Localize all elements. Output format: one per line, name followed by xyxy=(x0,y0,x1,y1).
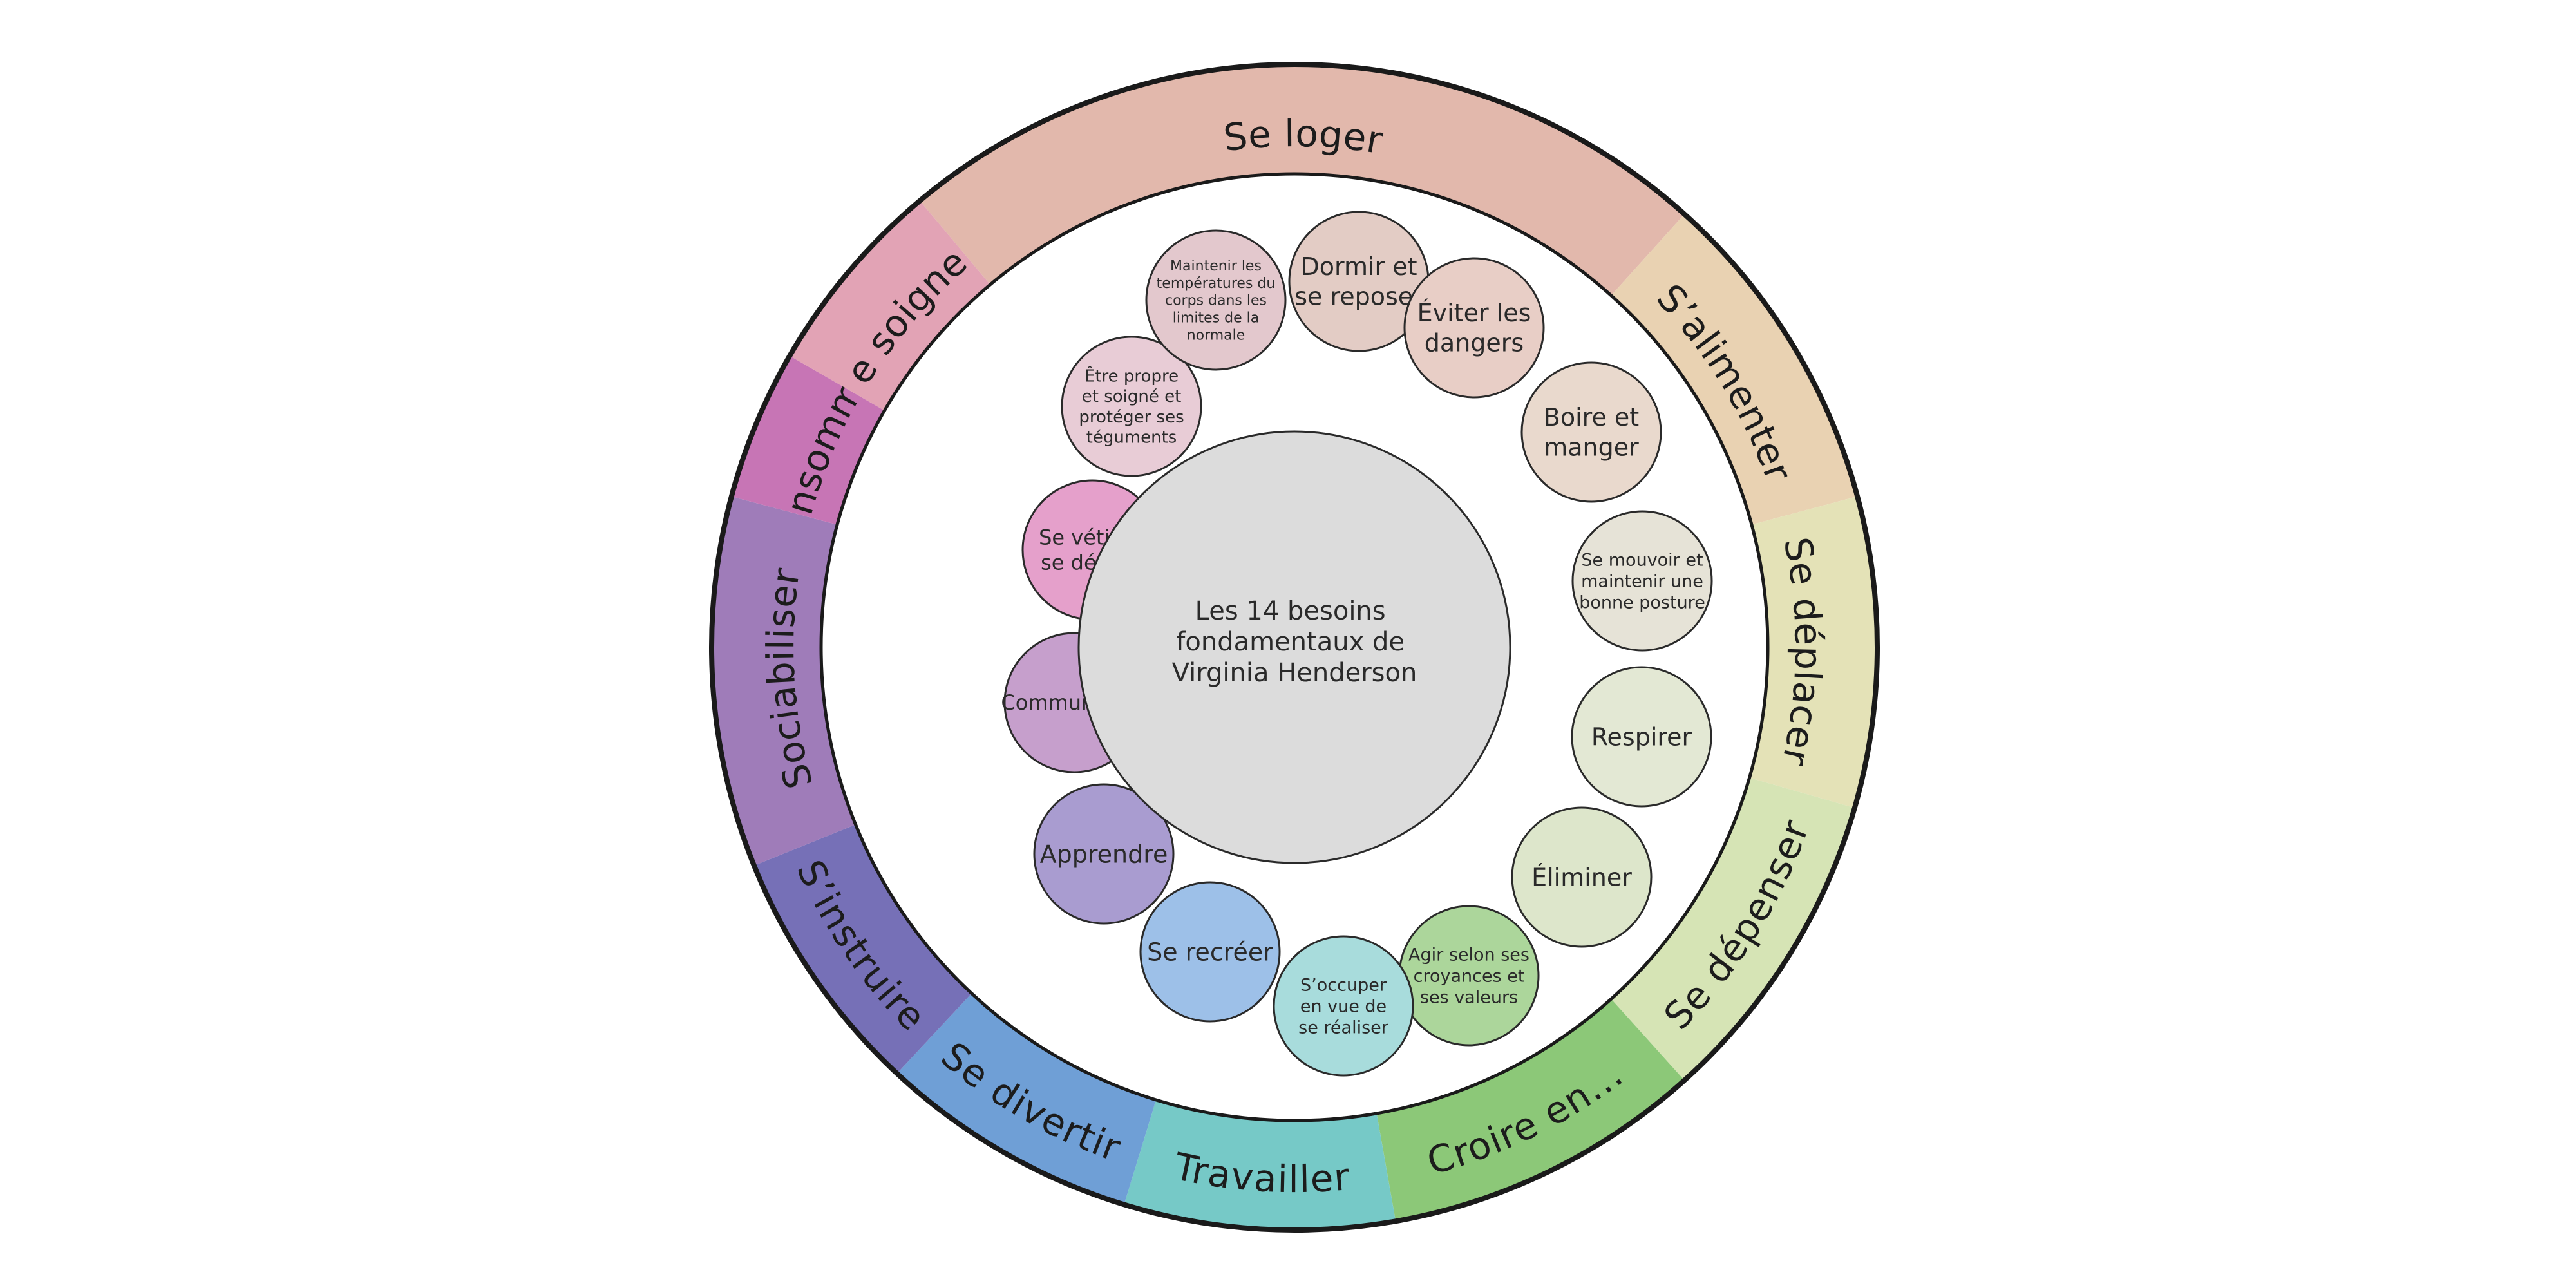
need-label-line: croyances et xyxy=(1414,966,1525,986)
need-circle xyxy=(1520,361,1662,503)
need-label-line: téguments xyxy=(1086,428,1177,448)
ring-segment-s-instruire xyxy=(753,824,972,1074)
ring-segment-se-soigner xyxy=(790,200,990,411)
need-circle xyxy=(1511,806,1653,948)
need-label-line: Éviter les xyxy=(1417,299,1531,327)
need-circle xyxy=(1273,935,1414,1077)
ring-segment-s-alimenter xyxy=(1611,214,1858,525)
ring-segment-sociabiliser xyxy=(712,496,856,866)
need-circle xyxy=(1145,229,1287,371)
need-label-line: manger xyxy=(1544,433,1639,461)
need-label-line: bonne posture xyxy=(1579,592,1705,612)
ring-segment-croire-en xyxy=(1376,999,1685,1222)
need-label-line: Être propre xyxy=(1084,366,1179,386)
center-title: Les 14 besoins fondamentaux de Virginia … xyxy=(1172,596,1417,688)
segment-label-path: Se loger xyxy=(1221,111,1385,163)
need-label-line: Boire et xyxy=(1544,403,1639,431)
need-label-line: Éliminer xyxy=(1531,863,1632,891)
need-circle xyxy=(1571,510,1713,652)
ring-segment-se-loger xyxy=(920,64,1685,296)
need-label-line: en vue de xyxy=(1300,996,1387,1016)
need-label-line: températures du xyxy=(1157,276,1276,292)
need-circle xyxy=(1571,666,1712,808)
ring-segment-se-divertir xyxy=(896,993,1157,1205)
need-circle xyxy=(1403,257,1545,399)
need-label-line: Se recréer xyxy=(1147,938,1273,966)
need-label: Éliminer xyxy=(1531,863,1632,891)
need-respirer: Respirer xyxy=(1571,666,1712,808)
need-apprendre: Apprendre xyxy=(1033,783,1175,925)
need-label-line: et soigné et xyxy=(1082,387,1182,406)
need-label-line: S’occuper xyxy=(1300,976,1387,996)
need-label-line: Respirer xyxy=(1591,723,1692,751)
need-label-line: Se mouvoir et xyxy=(1581,551,1703,571)
need-label-line: normale xyxy=(1187,327,1245,343)
center-title-line: Virginia Henderson xyxy=(1172,658,1417,688)
need-label-line: ses valeurs xyxy=(1420,987,1518,1007)
need-label-line: Dormir et xyxy=(1300,252,1417,281)
ring-segment-travailler xyxy=(1124,1099,1396,1230)
ring-outer-border xyxy=(709,62,1880,1233)
need-label-line: corps dans les xyxy=(1165,293,1267,309)
need-label-line: se reposer xyxy=(1294,282,1423,310)
need-circle xyxy=(1139,881,1281,1023)
center-title-line: fondamentaux de xyxy=(1176,627,1405,657)
need-circle xyxy=(1033,783,1175,925)
need-label-line: protéger ses xyxy=(1079,408,1184,427)
need-label-line: dangers xyxy=(1425,328,1524,357)
center-title-line: Les 14 besoins xyxy=(1195,596,1386,626)
need-label-line: Apprendre xyxy=(1040,840,1168,868)
center-disc xyxy=(1077,430,1511,864)
need-label-line: se réaliser xyxy=(1298,1018,1389,1037)
need-label: Apprendre xyxy=(1040,840,1168,868)
ring-segment-se-depenser xyxy=(1611,777,1855,1081)
ring-segment-se-deplacer xyxy=(1749,496,1877,808)
need-label: Respirer xyxy=(1591,723,1692,751)
need-circle xyxy=(1061,336,1202,477)
segment-label-consommer: Consommer xyxy=(0,0,873,519)
center-circle: Les 14 besoins fondamentaux de Virginia … xyxy=(1077,430,1511,864)
need-eliminer: Éliminer xyxy=(1511,806,1653,948)
need-label-line: Maintenir les xyxy=(1170,258,1262,274)
need-label: Se recréer xyxy=(1147,938,1273,966)
need-label-line: limites de la xyxy=(1173,310,1259,327)
need-label-line: maintenir une xyxy=(1581,571,1703,591)
segment-label-path: Consommer xyxy=(0,0,873,519)
need-se-recreer: Se recréer xyxy=(1139,881,1281,1023)
segment-label-se-loger: Se loger xyxy=(1221,111,1386,163)
need-label-line: Agir selon ses xyxy=(1408,945,1530,965)
